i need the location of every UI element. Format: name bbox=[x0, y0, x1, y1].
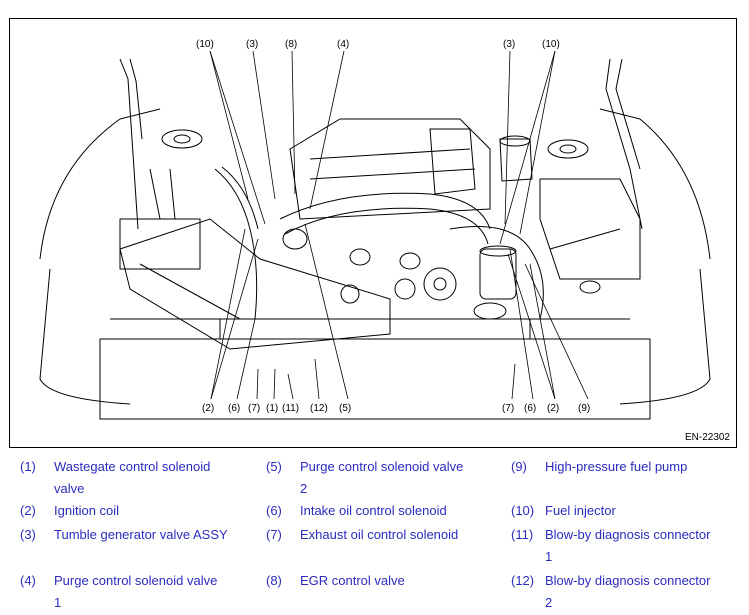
legend-description: High-pressure fuel pump bbox=[545, 456, 745, 478]
legend-number: (6) bbox=[266, 503, 282, 518]
legend-description-line: Wastegate control solenoid bbox=[54, 459, 211, 474]
legend-number: (1) bbox=[20, 459, 36, 474]
legend-number: (12) bbox=[511, 573, 535, 588]
legend-description-line: High-pressure fuel pump bbox=[545, 459, 688, 474]
legend-description: Exhaust oil control solenoid bbox=[300, 524, 500, 546]
legend-description-line: 2 bbox=[545, 595, 553, 610]
legend-number: (11) bbox=[511, 527, 534, 542]
bottom-callout-label: (12) bbox=[310, 403, 328, 414]
bottom-callout-label: (11) bbox=[282, 403, 300, 414]
bottom-callout-label: (6) bbox=[524, 403, 537, 414]
engine-line-drawing bbox=[39, 50, 711, 420]
top-callout-label: (3) bbox=[503, 39, 516, 50]
legend-number: (5) bbox=[266, 459, 282, 474]
bottom-callout-label: (7) bbox=[502, 403, 515, 414]
legend-number: (2) bbox=[20, 503, 36, 518]
legend-description-line: 2 bbox=[300, 481, 308, 496]
legend-number: (4) bbox=[20, 573, 36, 588]
legend-description-line: valve bbox=[54, 481, 85, 496]
legend-description-line: Exhaust oil control solenoid bbox=[300, 527, 459, 542]
legend-description: Wastegate control solenoid valve bbox=[54, 456, 254, 500]
legend-description: Ignition coil bbox=[54, 500, 254, 522]
legend-description: Purge control solenoid valve 2 bbox=[300, 456, 500, 500]
legend-description: Intake oil control solenoid bbox=[300, 500, 500, 522]
legend-description: EGR control valve bbox=[300, 570, 500, 592]
parts-legend: (1) Wastegate control solenoid valve (2) Ign… bbox=[0, 452, 749, 615]
legend-description-line: 1 bbox=[545, 549, 553, 564]
top-callout-label: (3) bbox=[246, 39, 259, 50]
top-callout-label: (4) bbox=[337, 39, 350, 50]
legend-description: Tumble generator valve ASSY bbox=[54, 524, 254, 546]
legend-description-line: Blow-by diagnosis connector bbox=[545, 527, 711, 542]
legend-description-line: Tumble generator valve ASSY bbox=[54, 527, 228, 542]
legend-description: Blow-by diagnosis connector 2 bbox=[545, 570, 745, 614]
top-callout-label: (10) bbox=[196, 39, 214, 50]
top-callout-label: (8) bbox=[285, 39, 298, 50]
figure-code: EN-22302 bbox=[684, 432, 730, 443]
legend-number: (10) bbox=[511, 503, 535, 518]
top-callout-label: (10) bbox=[542, 39, 560, 50]
legend-number: (8) bbox=[266, 573, 282, 588]
bottom-callout-label: (2) bbox=[202, 403, 215, 414]
engine-bay-diagram: (10) (3) (8) (4) (3) (10) (2) (6) (7) (1)(11) (12… bbox=[9, 18, 737, 448]
legend-number: (7) bbox=[266, 527, 282, 542]
legend-description-line: Fuel injector bbox=[545, 503, 616, 518]
legend-description: Fuel injector bbox=[545, 500, 745, 522]
legend-description-line: Intake oil control solenoid bbox=[300, 503, 447, 518]
legend-description-line: Blow-by diagnosis connector bbox=[545, 573, 711, 588]
legend-description: Purge control solenoid valve 1 bbox=[54, 570, 254, 614]
legend-description-line: Purge control solenoid valve bbox=[300, 459, 464, 474]
legend-description-line: Purge control solenoid valve bbox=[54, 573, 218, 588]
legend-description: Blow-by diagnosis connector 1 bbox=[545, 524, 745, 568]
bottom-callout-label: (5) bbox=[339, 403, 352, 414]
bottom-callout-label: (2) bbox=[547, 403, 560, 414]
bottom-callout-label: (6) bbox=[228, 403, 241, 414]
legend-description-line: Ignition coil bbox=[54, 503, 120, 518]
legend-number: (3) bbox=[20, 527, 36, 542]
bottom-callout-label: (9) bbox=[578, 403, 591, 414]
legend-description-line: 1 bbox=[54, 595, 62, 610]
bottom-callout-label: (7) bbox=[248, 403, 261, 414]
bottom-callout-label: (1) bbox=[266, 403, 279, 414]
legend-description-line: EGR control valve bbox=[300, 573, 405, 588]
legend-number: (9) bbox=[511, 459, 527, 474]
